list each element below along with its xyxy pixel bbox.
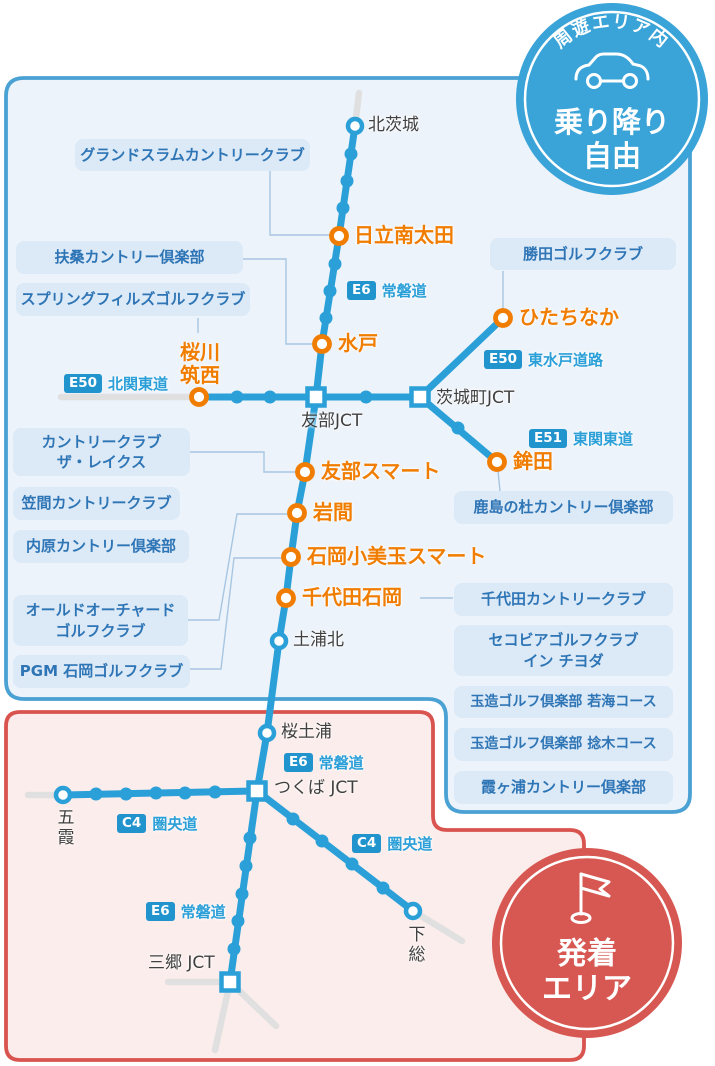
club-label-kasama: 笠間カントリークラブ bbox=[13, 487, 180, 520]
jct-tsukuba bbox=[246, 780, 268, 802]
route-name-higashikanto: 東関東道 bbox=[573, 430, 634, 448]
club-label-kasumigaura: 霞ヶ浦カントリー倶楽部 bbox=[454, 771, 673, 804]
start-area-region bbox=[4, 710, 586, 1062]
start-area-badge: 発着 エリア bbox=[492, 848, 682, 1038]
club-label-kashima-no-mori: 鹿島の杜カントリー倶楽部 bbox=[454, 491, 673, 524]
jct-markers bbox=[219, 386, 431, 993]
car-icon bbox=[574, 52, 650, 89]
club-label-uchihara: 内原カントリー倶楽部 bbox=[13, 530, 189, 563]
road-badge-c4-kenodo-west: C4 圏央道 bbox=[117, 813, 197, 834]
station-label-misato-jct: 三郷 JCT bbox=[148, 953, 215, 973]
ic-goka bbox=[53, 785, 73, 805]
ic-kita-ibaraki bbox=[345, 116, 365, 136]
ic-tsuchiura-kita bbox=[269, 631, 289, 651]
ic-hitachi-minami-ota bbox=[329, 226, 349, 246]
station-label-hokota: 鉾田 bbox=[513, 449, 553, 473]
club-label-chiyoda-cc: 千代田カントリークラブ bbox=[454, 583, 673, 616]
ic-shimofusa bbox=[403, 901, 423, 921]
tour-area-badge: 周遊エリア内 乗り降り 自由 bbox=[516, 3, 708, 195]
higashimito-road-line bbox=[416, 314, 507, 401]
station-label-tomobe-smart: 友部スマート bbox=[321, 459, 441, 483]
ic-hokota bbox=[487, 452, 507, 472]
ic-ishioka-omitama bbox=[281, 547, 301, 567]
road-badge-e51-higashikanto: E51 東関東道 bbox=[529, 428, 633, 449]
road-badge-e6-joban-sakura: E6 常磐道 bbox=[284, 752, 364, 773]
route-code-c4: C4 bbox=[352, 834, 382, 853]
club-label-tamatsukuri-nejiki: 玉造ゴルフ倶楽部 捻木コース bbox=[454, 728, 673, 761]
club-label-the-lakes: カントリークラブ ザ・レイクス bbox=[13, 428, 190, 476]
station-label-ishioka-omitama: 石岡小美玉スマート bbox=[307, 544, 487, 568]
station-label-goka: 五霞 bbox=[53, 808, 74, 848]
station-label-mito: 水戸 bbox=[338, 331, 378, 355]
ic-markers-orange bbox=[189, 226, 513, 608]
ic-mito bbox=[312, 334, 332, 354]
jct-misato bbox=[219, 971, 241, 993]
route-code-e51: E51 bbox=[529, 429, 568, 448]
ic-sakura-tsuchiura bbox=[257, 723, 277, 743]
route-code-e6: E6 bbox=[146, 902, 175, 921]
club-label-katsuta: 勝田ゴルフクラブ bbox=[490, 238, 676, 270]
station-label-sakura-tsuchiura: 桜土浦 bbox=[281, 722, 332, 742]
route-code-e50: E50 bbox=[64, 374, 103, 393]
jct-ibarakimachi bbox=[409, 386, 431, 408]
joban-expressway-line bbox=[226, 122, 359, 986]
golf-flag-icon bbox=[570, 872, 611, 924]
route-name-joban: 常磐道 bbox=[318, 754, 364, 772]
route-code-c4: C4 bbox=[117, 814, 147, 833]
station-label-kita-ibaraki: 北茨城 bbox=[368, 115, 419, 135]
club-connector-lines bbox=[188, 171, 504, 670]
club-label-old-orchard: オールドオーチャード ゴルフクラブ bbox=[13, 595, 188, 646]
station-label-hitachi-minami-ota: 日立南太田 bbox=[354, 223, 454, 247]
ic-iwama bbox=[287, 503, 307, 523]
route-code-e6: E6 bbox=[347, 281, 376, 300]
club-label-spring-fields: スプリングフィルズゴルフクラブ bbox=[16, 283, 250, 316]
station-label-chiyoda-ishioka: 千代田石岡 bbox=[302, 585, 402, 609]
club-label-fuso: 扶桑カントリー倶楽部 bbox=[16, 241, 243, 274]
start-badge-line2: エリア bbox=[542, 972, 632, 1007]
club-label-pgm-ishioka: PGM 石岡ゴルフクラブ bbox=[13, 655, 190, 688]
club-label-tamatsukuri-wakami: 玉造ゴルフ倶楽部 若海コース bbox=[454, 686, 673, 718]
station-label-tsuchiura-kita: 土浦北 bbox=[293, 630, 344, 650]
ic-sakuragawa-chikusei bbox=[189, 387, 209, 407]
route-name-kenodo: 圏央道 bbox=[152, 815, 198, 833]
club-label-secovia: セコビアゴルフクラブ イン チヨダ bbox=[454, 625, 673, 676]
ic-hitachinaka bbox=[493, 308, 513, 328]
tour-badge-line1: 乗り降り bbox=[554, 105, 670, 139]
route-code-e6: E6 bbox=[284, 753, 313, 772]
road-badge-e50-kitakanto: E50 北関東道 bbox=[64, 373, 168, 394]
intermediate-ic-dots bbox=[89, 147, 465, 956]
ic-tomobe-smart bbox=[295, 462, 315, 482]
station-label-sakuragawa-chikusei: 桜川 筑西 bbox=[180, 340, 220, 387]
road-badge-e6-joban-lower: E6 常磐道 bbox=[146, 901, 226, 922]
ic-chiyoda-ishioka bbox=[276, 588, 296, 608]
route-name-joban: 常磐道 bbox=[180, 903, 226, 921]
club-label-grand-slam: グランドスラムカントリークラブ bbox=[75, 139, 310, 171]
station-label-iwama: 岩間 bbox=[313, 500, 353, 524]
road-badge-c4-kenodo-east: C4 圏央道 bbox=[352, 833, 432, 854]
route-name-joban: 常磐道 bbox=[381, 282, 427, 300]
route-code-e50: E50 bbox=[484, 350, 523, 369]
jct-tomobe bbox=[305, 386, 327, 408]
station-label-hitachinaka: ひたちなか bbox=[519, 305, 619, 329]
start-badge-line1: 発着 bbox=[556, 937, 617, 972]
route-name-higashimito: 東水戸道路 bbox=[528, 351, 604, 369]
tour-badge-line2: 自由 bbox=[583, 139, 641, 173]
route-name-kenodo: 圏央道 bbox=[387, 835, 433, 853]
station-label-tsukuba-jct: つくば JCT bbox=[274, 778, 358, 798]
station-label-shimofusa: 下総 bbox=[404, 925, 425, 965]
station-label-ibarakimachi-jct: 茨城町JCT bbox=[436, 388, 515, 408]
ic-markers-blue bbox=[53, 116, 423, 921]
station-label-tomobe-jct: 友部JCT bbox=[301, 411, 363, 431]
road-badge-e50-higashimito: E50 東水戸道路 bbox=[484, 349, 603, 370]
road-badge-e6-joban-upper: E6 常磐道 bbox=[347, 280, 427, 301]
route-name-kitakanto: 北関東道 bbox=[108, 375, 169, 393]
